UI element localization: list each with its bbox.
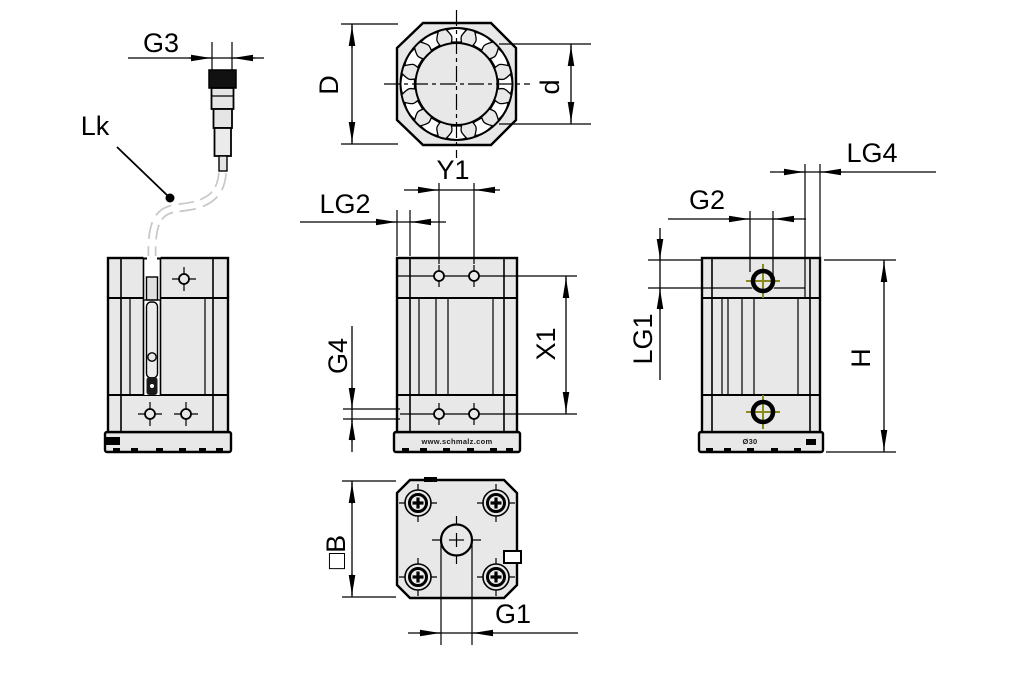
- body: [106, 256, 230, 434]
- label-LG1: LG1: [628, 313, 658, 364]
- port-hole-bottom: [746, 395, 780, 429]
- center-port: [432, 516, 481, 564]
- connector-body-upper: [210, 87, 235, 110]
- base-stamp: Ø30: [742, 437, 757, 446]
- connector-body-lower: [213, 127, 232, 157]
- body: [395, 256, 519, 434]
- label-G4: G4: [323, 338, 353, 374]
- label-G3: G3: [143, 28, 179, 58]
- mounting-hole: [174, 402, 198, 426]
- label-square-B: □B: [321, 535, 351, 569]
- mounting-hole: [433, 265, 445, 287]
- dimension-D: D: [314, 23, 398, 145]
- label-Lk: Lk: [81, 111, 110, 141]
- label-Y1: Y1: [436, 155, 469, 185]
- leader-line: [116, 146, 170, 198]
- mounting-hole: [468, 265, 480, 287]
- bellows-outer-edge: [399, 27, 514, 141]
- connector-tip: [218, 155, 228, 172]
- corner-screw: [399, 558, 437, 596]
- label-G1: G1: [495, 599, 531, 629]
- front-view-middle: www.schmalz.com: [392, 256, 577, 454]
- dimension-Y1: Y1: [404, 155, 500, 264]
- edge-mark: [424, 477, 437, 482]
- connector-body-mid: [212, 108, 233, 129]
- front-view-left: [103, 256, 233, 454]
- bottom-view: [395, 477, 522, 600]
- dimension-G4: G4: [323, 326, 400, 452]
- label-D: D: [314, 75, 344, 95]
- corner-screw: [477, 484, 515, 522]
- dimension-LG1: LG1: [628, 228, 702, 380]
- label-LG2: LG2: [319, 189, 370, 219]
- mounting-hole: [172, 267, 196, 291]
- side-notch: [503, 550, 522, 564]
- corner-screw: [477, 558, 515, 596]
- label-X1: X1: [531, 327, 561, 360]
- top-view: [384, 10, 530, 158]
- dimension-LG4: LG4: [770, 138, 936, 258]
- dimension-d: d: [499, 43, 591, 125]
- label-G2: G2: [689, 185, 725, 215]
- watermark-text: www.schmalz.com: [421, 437, 493, 446]
- base-mark: [806, 439, 816, 445]
- mounting-hole: [468, 403, 480, 425]
- label-LG4: LG4: [846, 138, 897, 168]
- base-plate: [697, 430, 825, 454]
- sensor-connector: G3: [128, 28, 264, 172]
- sensor-cable: [147, 172, 227, 280]
- corner-screw: [399, 484, 437, 522]
- connector-nut: [208, 69, 237, 89]
- label-d: d: [535, 79, 565, 94]
- dimension-X1: X1: [531, 276, 570, 414]
- dimension-LG2: LG2: [300, 189, 446, 256]
- base-plate: [103, 430, 233, 454]
- mounting-hole: [138, 402, 162, 426]
- leader-dot: [165, 193, 175, 203]
- base-mark: [106, 437, 120, 445]
- mounting-hole: [433, 403, 445, 425]
- dimension-G1: G1: [408, 541, 578, 645]
- vacuum-switch-sensor: [143, 276, 161, 395]
- dimension-G2: G2: [668, 185, 806, 287]
- dimension-H: H: [824, 259, 896, 453]
- dimension-square-B: □B: [321, 480, 396, 598]
- side-view-right: Ø30: [697, 256, 825, 454]
- label-H: H: [846, 348, 876, 368]
- label-Lk-group: Lk: [81, 111, 175, 203]
